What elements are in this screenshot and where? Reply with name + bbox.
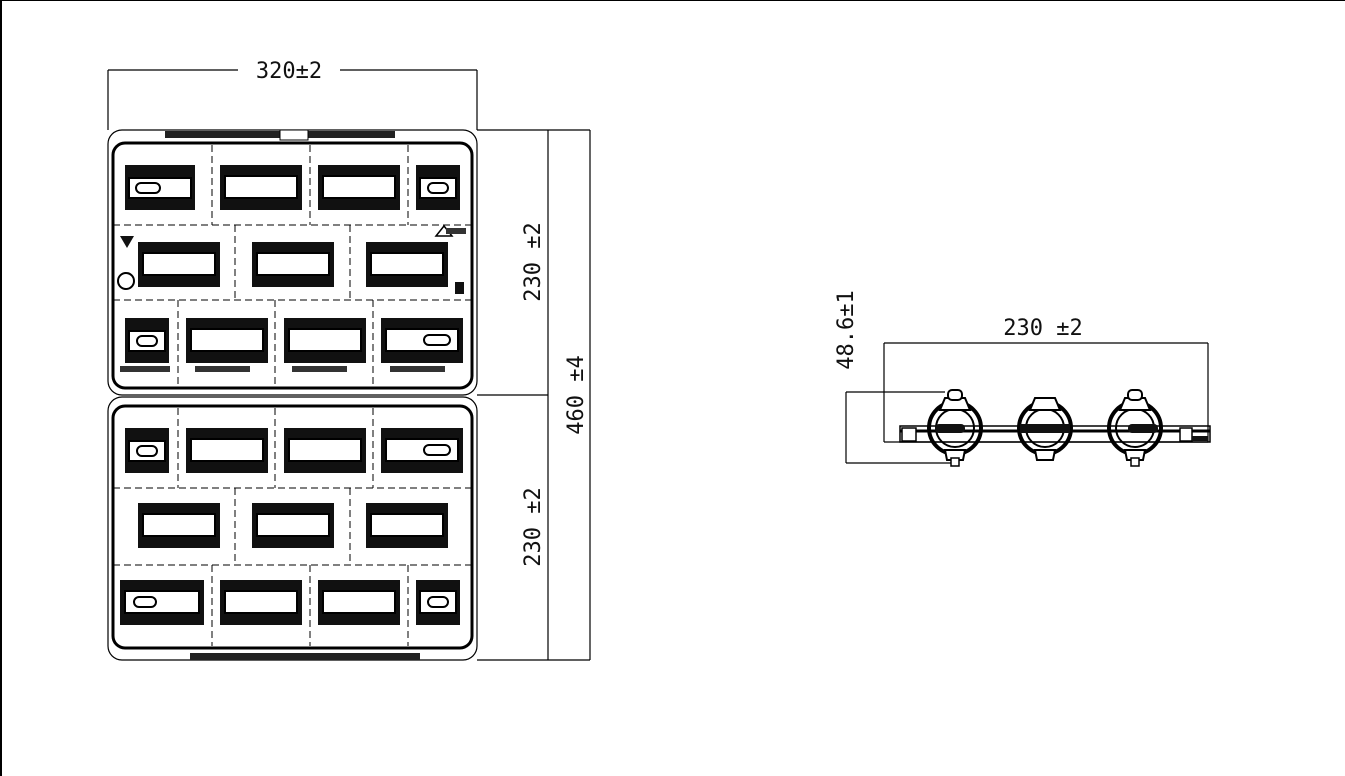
width-label: 320±2 <box>256 59 322 84</box>
upper-tray <box>107 129 478 396</box>
lower-height-label: 230 ±2 <box>521 487 546 566</box>
pocket <box>381 428 463 473</box>
pocket <box>138 503 220 548</box>
pocket <box>381 318 463 363</box>
pocket <box>366 503 448 548</box>
side-view: 230 ±2 48.6±1 <box>834 290 1211 467</box>
pocket <box>120 580 204 625</box>
pocket <box>252 503 334 548</box>
cap-profile <box>1017 397 1073 461</box>
pocket <box>318 165 400 210</box>
total-height-label: 460 ±4 <box>564 355 589 434</box>
pocket <box>416 165 460 210</box>
side-height-dimension: 48.6±1 <box>834 290 955 464</box>
pocket <box>138 242 220 287</box>
height-dimensions: 230 ±2 230 ±2 460 ±4 <box>477 129 591 661</box>
pocket <box>186 428 268 473</box>
pocket <box>125 318 169 363</box>
top-view: 320±2 230 ±2 230 ±2 460 ±4 <box>107 59 591 661</box>
pocket <box>284 318 366 363</box>
pocket <box>220 165 302 210</box>
pocket <box>318 580 400 625</box>
lower-tray <box>107 396 478 661</box>
cap-profile <box>927 389 983 467</box>
pocket <box>252 242 334 287</box>
pocket <box>125 428 169 473</box>
side-width-label: 230 ±2 <box>1003 316 1082 341</box>
upper-height-label: 230 ±2 <box>521 222 546 301</box>
pocket <box>125 165 195 210</box>
width-dimension: 320±2 <box>107 59 478 130</box>
pocket <box>284 428 366 473</box>
pocket <box>220 580 302 625</box>
pocket <box>186 318 268 363</box>
cap-profile <box>1107 389 1163 467</box>
side-height-label: 48.6±1 <box>834 290 859 369</box>
pocket <box>416 580 460 625</box>
pocket <box>366 242 448 287</box>
